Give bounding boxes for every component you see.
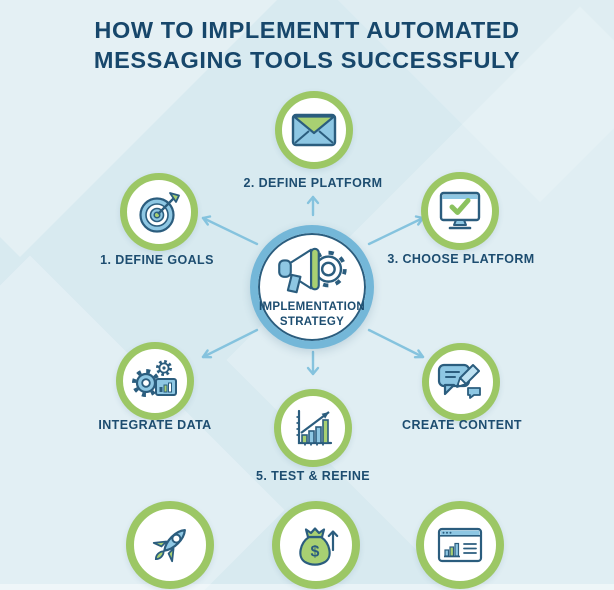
arrow-upper-left-icon [201,215,259,246]
page-title: HOW TO IMPLEMENTT AUTOMATED MESSAGING TO… [0,16,614,75]
node-integrate-data [116,342,194,420]
node-test-refine [274,389,352,467]
node-define-goals [120,173,198,251]
hub-label-line-2: STRATEGY [279,316,345,328]
bar-chart-growth-icon [296,409,333,446]
hub-implementation-strategy: IMPLEMENTATION STRATEGY [250,225,374,349]
title-line-1: HOW TO IMPLEMENTT AUTOMATED [94,17,520,43]
node-analytics [416,501,504,589]
svg-text:$: $ [311,544,320,561]
node-choose-platform [421,172,499,250]
megaphone-gear-icon [278,247,347,294]
arrow-lower-right-icon [367,328,425,359]
rocket-icon [152,529,186,563]
label-integrate-data: INTEGRATE DATA [98,418,212,432]
gears-data-icon [132,360,177,397]
title-line-2: MESSAGING TOOLS SUCCESSFULY [93,46,521,73]
arrow-down-icon [306,350,320,376]
arrow-upper-right-icon [367,215,425,246]
label-define-platform: 2. DEFINE PLATFORM [243,176,383,190]
label-test-refine: 5. TEST & REFINE [255,469,371,483]
monitor-check-icon [439,191,481,230]
label-define-goals: 1. DEFINE GOALS [100,253,214,267]
node-launch [126,501,214,589]
label-choose-platform: 3. CHOOSE PLATFORM [387,252,535,266]
label-create-content: CREATE CONTENT [402,418,522,432]
money-bag-icon: $ [299,527,339,566]
hub-label: IMPLEMENTATION STRATEGY [259,300,365,330]
node-revenue-growth: $ [272,501,360,589]
envelope-icon [291,113,337,147]
chat-pencil-icon [437,363,481,399]
node-define-platform [275,91,353,169]
arrow-lower-left-icon [201,328,259,359]
target-arrow-icon [139,192,180,233]
browser-analytics-icon [437,527,483,563]
hub-label-line-1: IMPLEMENTATION [259,301,365,314]
arrow-up-icon [306,195,320,217]
node-create-content [422,343,500,421]
